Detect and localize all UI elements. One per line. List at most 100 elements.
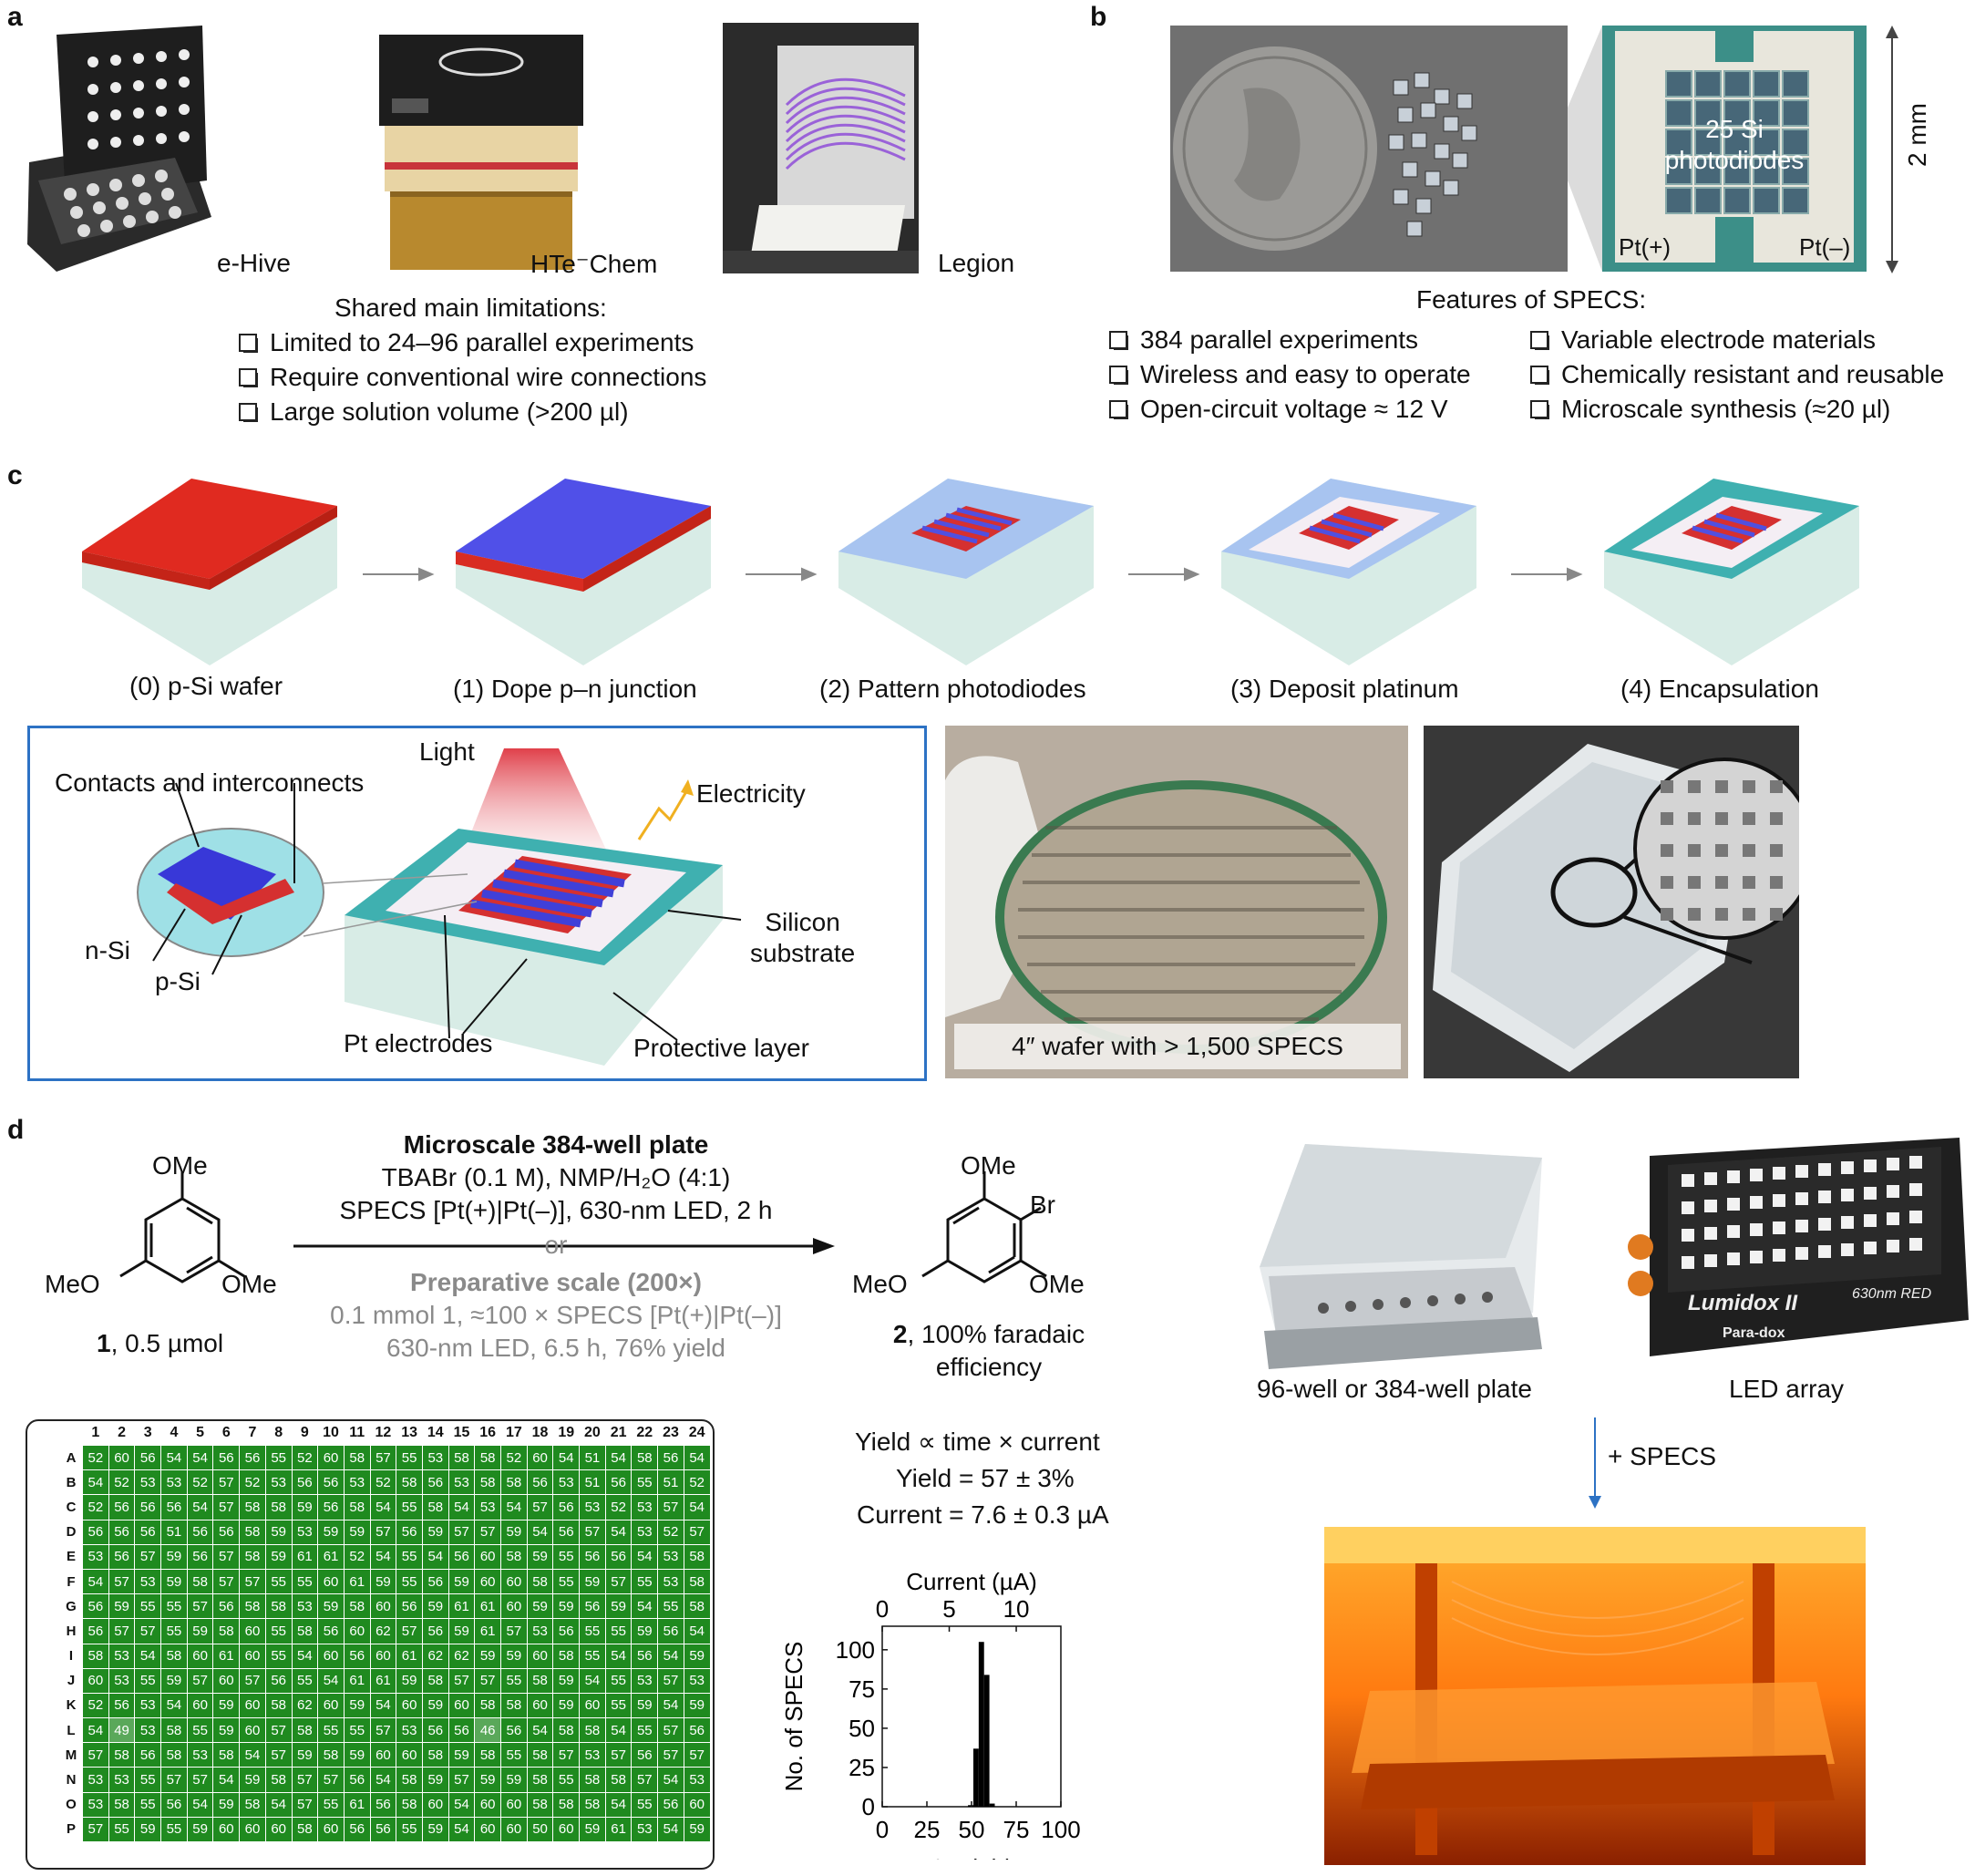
heatmap-cell: 59 [264,1543,293,1570]
heatmap-cell: 54 [160,1444,188,1471]
heatmap-cell: 58 [631,1444,659,1471]
heatmap-cell: 60 [369,1742,397,1768]
heatmap-cell: 57 [160,1767,188,1793]
heatmap-cell: 59 [683,1643,711,1669]
heatmap-cell: 53 [134,1692,162,1719]
heatmap-cell: 54 [369,1692,397,1719]
heatmap-cell: 56 [447,1717,476,1744]
heatmap-cell: 59 [186,1816,214,1843]
x-tick-label: 100 [1041,1816,1080,1843]
well-plate-photo [1241,1130,1556,1376]
heatmap-cell: 59 [447,1618,476,1644]
heatmap-cell: 58 [526,1742,554,1768]
heatmap-cell: 58 [500,1543,528,1570]
heatmap-cell: 52 [82,1494,109,1520]
heatmap-cell: 60 [500,1593,528,1620]
heatmap-cell: 56 [160,1494,188,1520]
heatmap-cell: 60 [239,1692,266,1719]
heatmap-col-header: 7 [248,1425,257,1440]
heatmap-cell: 55 [552,1568,581,1595]
heatmap-cell: 60 [474,1791,501,1818]
heatmap-cell: 55 [186,1717,214,1744]
heatmap-col-header: 20 [584,1425,601,1440]
x-axis-label: % yield [933,1854,1010,1860]
y-tick-label: 100 [836,1636,875,1664]
heatmap-cell: 54 [657,1643,684,1669]
heatmap-cell: 57 [526,1494,554,1520]
heatmap-cell: 58 [291,1816,319,1843]
heatmap-cell: 53 [657,1543,684,1570]
heatmap-cell: 53 [631,1816,659,1843]
heatmap-cell: 53 [134,1469,162,1496]
heatmap-cell: 56 [604,1543,633,1570]
heatmap-cell: 56 [421,1469,449,1496]
heatmap-cell: 61 [343,1791,371,1818]
heatmap-cell: 56 [657,1791,684,1818]
plate-specs-photo [1424,726,1799,1078]
led-array-photo: Lumidox II 630nm RED Para-dox [1613,1138,1969,1376]
heatmap-cell: 60 [500,1791,528,1818]
heatmap-cell: 55 [134,1667,162,1694]
heatmap-cell: 55 [631,1469,659,1496]
pt-minus-label: Pt(–) [1799,233,1851,261]
panel-label-d: d [7,1115,25,1145]
heatmap-cell: 56 [82,1593,109,1620]
heatmap-cell: 51 [657,1469,684,1496]
reaction-arrow [293,1238,835,1254]
heatmap-cell: 57 [82,1816,109,1843]
heatmap-cell: 55 [552,1767,581,1793]
heatmap-cell: 54 [683,1494,711,1520]
heatmap-cell: 53 [291,1593,319,1620]
heatmap-cell: 59 [160,1667,188,1694]
heatmap-cell: 58 [683,1543,711,1570]
heatmap-cell: 60 [500,1816,528,1843]
heatmap-cell: 57 [239,1667,266,1694]
heatmap-cell: 54 [604,1444,633,1471]
heatmap-cell: 54 [447,1494,476,1520]
heatmap-col-header: 14 [427,1425,444,1440]
heatmap-cell: 55 [631,1717,659,1744]
heatmap-cell: 58 [396,1767,423,1793]
heatmap-cell: 60 [474,1543,501,1570]
heatmap-cell: 56 [500,1717,528,1744]
heatmap-cell: 58 [474,1444,501,1471]
heatmap-col-header: 6 [221,1425,231,1440]
heatmap-cell: 60 [212,1667,241,1694]
heatmap-cell: 58 [683,1568,711,1595]
limitation-item: Require conventional wire connections [239,360,706,395]
heatmap-cell: 59 [500,1767,528,1793]
heatmap-cell: 57 [212,1568,241,1595]
heatmap-cell: 58 [343,1494,371,1520]
heatmap-cell: 57 [474,1519,501,1545]
heatmap-cell: 54 [369,1767,397,1793]
heatmap-cell: 59 [212,1717,241,1744]
checkbox-icon [1530,400,1549,419]
heatmap-cell: 59 [421,1692,449,1719]
heatmap-cell: 60 [239,1643,266,1669]
heatmap-cell: 60 [264,1816,293,1843]
heatmap-cell: 50 [526,1816,554,1843]
heatmap-cell: 55 [317,1791,345,1818]
heatmap-cell: 53 [683,1767,711,1793]
heatmap-cell: 60 [526,1643,554,1669]
heatmap-cell: 56 [552,1618,581,1644]
heatmap-row-label: C [60,1494,83,1520]
heatmap-cell: 53 [657,1568,684,1595]
heatmap-cell: 57 [657,1667,684,1694]
step-caption-1: (1) Dope p–n junction [453,675,697,703]
heatmap-cell: 60 [239,1717,266,1744]
heatmap-cell: 52 [186,1469,214,1496]
product-br: Br [1030,1191,1055,1219]
heatmap-cell: 58 [264,1692,293,1719]
heatmap-cell: 60 [317,1444,345,1471]
heatmap-cell: 60 [421,1791,449,1818]
heatmap-cell: 61 [474,1618,501,1644]
step-3-platinum [1221,479,1476,665]
heatmap-cell: 57 [683,1742,711,1768]
heatmap-cell: 53 [683,1667,711,1694]
heatmap-cell: 56 [631,1643,659,1669]
step-1-doped [456,479,711,665]
